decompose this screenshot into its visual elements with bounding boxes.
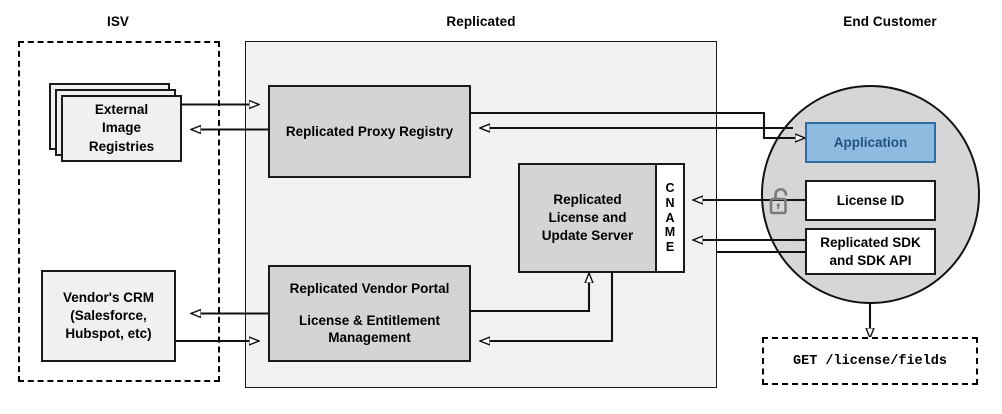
isv-boundary <box>18 41 220 382</box>
cname-letter-n: N <box>665 195 675 210</box>
unlocked-padlock-icon <box>766 185 794 219</box>
cname-letter-a: A <box>665 210 675 225</box>
license-id[interactable]: License ID <box>805 180 936 221</box>
vendor-portal-title: Replicated Vendor Portal <box>289 280 450 296</box>
vendors-crm[interactable]: Vendor's CRM (Salesforce, Hubspot, etc) <box>41 270 176 362</box>
vendor-portal-subtitle: License & Entitlement Management <box>298 312 441 346</box>
replicated-proxy-registry[interactable]: Replicated Proxy Registry <box>268 85 471 178</box>
api-call-box: GET /license/fields <box>762 337 978 385</box>
replicated-vendor-portal[interactable]: Replicated Vendor Portal License & Entit… <box>268 265 471 362</box>
external-image-registries[interactable]: External Image Registries <box>61 95 182 162</box>
cname-strip: C N A M E <box>655 163 685 273</box>
zone-label-isv: ISV <box>106 14 130 29</box>
replicated-license-update-server[interactable]: Replicated License and Update Server <box>518 163 657 273</box>
cname-letter-m: M <box>664 225 676 240</box>
cname-letter-e: E <box>665 240 675 255</box>
zone-label-end-customer: End Customer <box>843 14 937 29</box>
application[interactable]: Application <box>805 122 936 163</box>
zone-label-replicated: Replicated <box>446 14 516 29</box>
replicated-sdk-and-api[interactable]: Replicated SDK and SDK API <box>805 228 936 275</box>
cname-letter-c: C <box>665 181 675 196</box>
